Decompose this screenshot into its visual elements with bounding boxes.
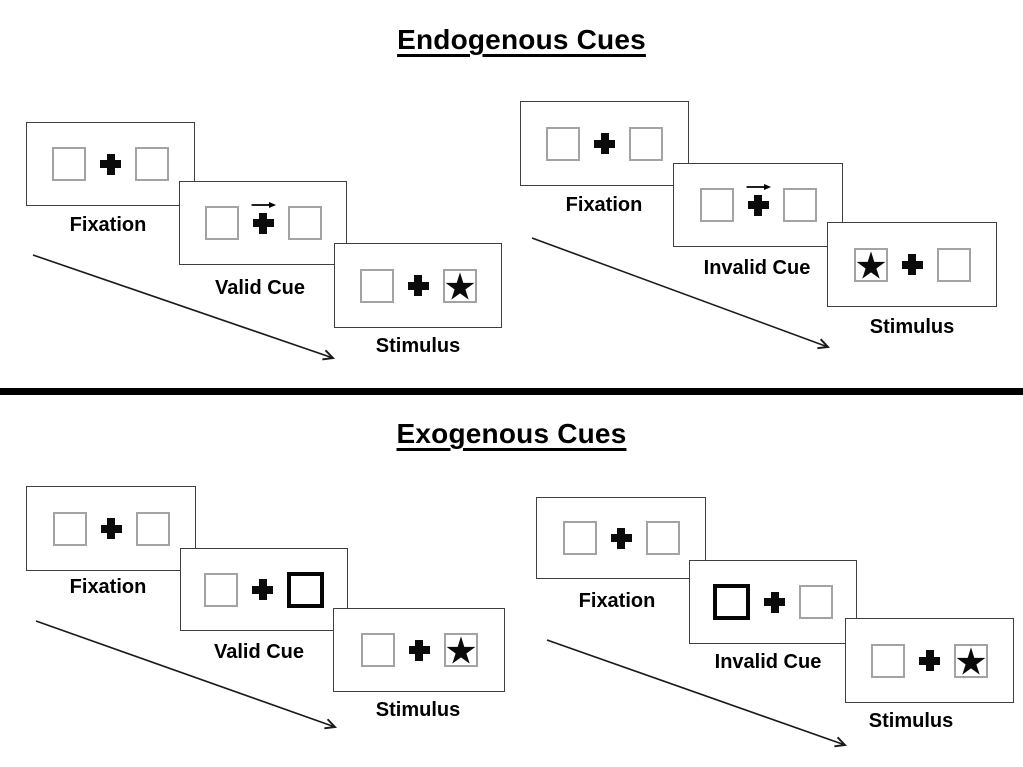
right-target-box xyxy=(442,268,477,303)
right-placeholder-box xyxy=(782,188,817,222)
frame-label-stimulus: Stimulus xyxy=(869,316,955,338)
timeline-arrow-endogenous-invalid xyxy=(531,237,831,350)
frame-label-valid-cue: Valid Cue xyxy=(214,277,306,299)
left-placeholder-box xyxy=(699,188,734,222)
frame-label-stimulus: Stimulus xyxy=(375,699,461,721)
fixation-cross-icon xyxy=(747,194,769,216)
fixation-cross-icon xyxy=(252,212,274,234)
right-target-box xyxy=(954,643,988,678)
frame-label-fixation: Fixation xyxy=(565,194,643,216)
fixation-panel xyxy=(26,486,196,571)
left-placeholder-box xyxy=(546,126,580,161)
frame-label-invalid-cue: Invalid Cue xyxy=(714,651,822,673)
stimulus-panel xyxy=(827,222,997,307)
fixation-panel xyxy=(26,122,195,206)
right-target-box xyxy=(443,633,478,667)
fixation-panel xyxy=(536,497,706,579)
left-placeholder-box xyxy=(562,521,597,555)
right-placeholder-box xyxy=(629,126,663,161)
fixation-cross-icon xyxy=(764,591,785,613)
fixation-cross-icon xyxy=(100,153,121,175)
fixation-panel xyxy=(520,101,689,186)
left-placeholder-box xyxy=(360,633,395,667)
right-cue-highlight-box xyxy=(287,571,324,608)
frame-label-valid-cue: Valid Cue xyxy=(213,641,305,663)
frame-label-fixation: Fixation xyxy=(578,590,656,612)
right-placeholder-box xyxy=(936,247,971,282)
invalid-cue-panel xyxy=(689,560,857,644)
endogenous-section-title: Endogenous Cues xyxy=(397,24,646,55)
section-divider xyxy=(0,388,1023,395)
fixation-cross-icon xyxy=(408,639,430,661)
frame-label-fixation: Fixation xyxy=(69,214,147,236)
frame-label-invalid-cue: Invalid Cue xyxy=(703,257,811,279)
valid-cue-panel xyxy=(179,181,347,265)
right-placeholder-box xyxy=(135,511,170,546)
left-placeholder-box xyxy=(204,572,238,607)
right-placeholder-box xyxy=(287,206,322,240)
valid-cue-panel xyxy=(180,548,348,631)
fixation-cross-icon xyxy=(407,275,429,296)
left-placeholder-box xyxy=(359,268,394,303)
left-placeholder-box xyxy=(871,643,905,678)
target-star-icon xyxy=(856,250,885,279)
stimulus-panel xyxy=(333,608,505,692)
fixation-cross-icon xyxy=(594,133,615,154)
left-placeholder-box xyxy=(52,147,86,181)
left-placeholder-box xyxy=(204,206,239,240)
cue-right-arrow-icon xyxy=(746,183,772,190)
frame-label-stimulus: Stimulus xyxy=(375,335,461,357)
stimulus-panel xyxy=(334,243,502,328)
fixation-cross-icon xyxy=(610,527,632,549)
stimulus-panel xyxy=(845,618,1014,703)
fixation-cross-icon xyxy=(919,650,940,671)
timeline-arrow-exogenous-invalid xyxy=(546,639,848,748)
invalid-cue-panel xyxy=(673,163,843,247)
right-placeholder-box xyxy=(799,585,833,619)
timeline-arrow-exogenous-valid xyxy=(35,620,338,730)
left-target-box xyxy=(853,247,888,282)
fixation-cross-icon xyxy=(901,254,923,275)
left-placeholder-box xyxy=(52,511,87,546)
timeline-arrow-endogenous-valid xyxy=(32,254,336,361)
frame-label-stimulus: Stimulus xyxy=(868,710,954,732)
fixation-cross-icon xyxy=(100,518,122,539)
right-placeholder-box xyxy=(135,147,169,181)
target-star-icon xyxy=(446,636,475,664)
exogenous-section-title: Exogenous Cues xyxy=(396,418,627,449)
cue-right-arrow-icon xyxy=(251,201,277,208)
right-placeholder-box xyxy=(645,521,680,555)
target-star-icon xyxy=(445,271,474,300)
left-cue-highlight-box xyxy=(713,584,750,620)
target-star-icon xyxy=(956,646,986,675)
frame-label-fixation: Fixation xyxy=(69,576,147,598)
fixation-cross-icon xyxy=(252,579,273,600)
